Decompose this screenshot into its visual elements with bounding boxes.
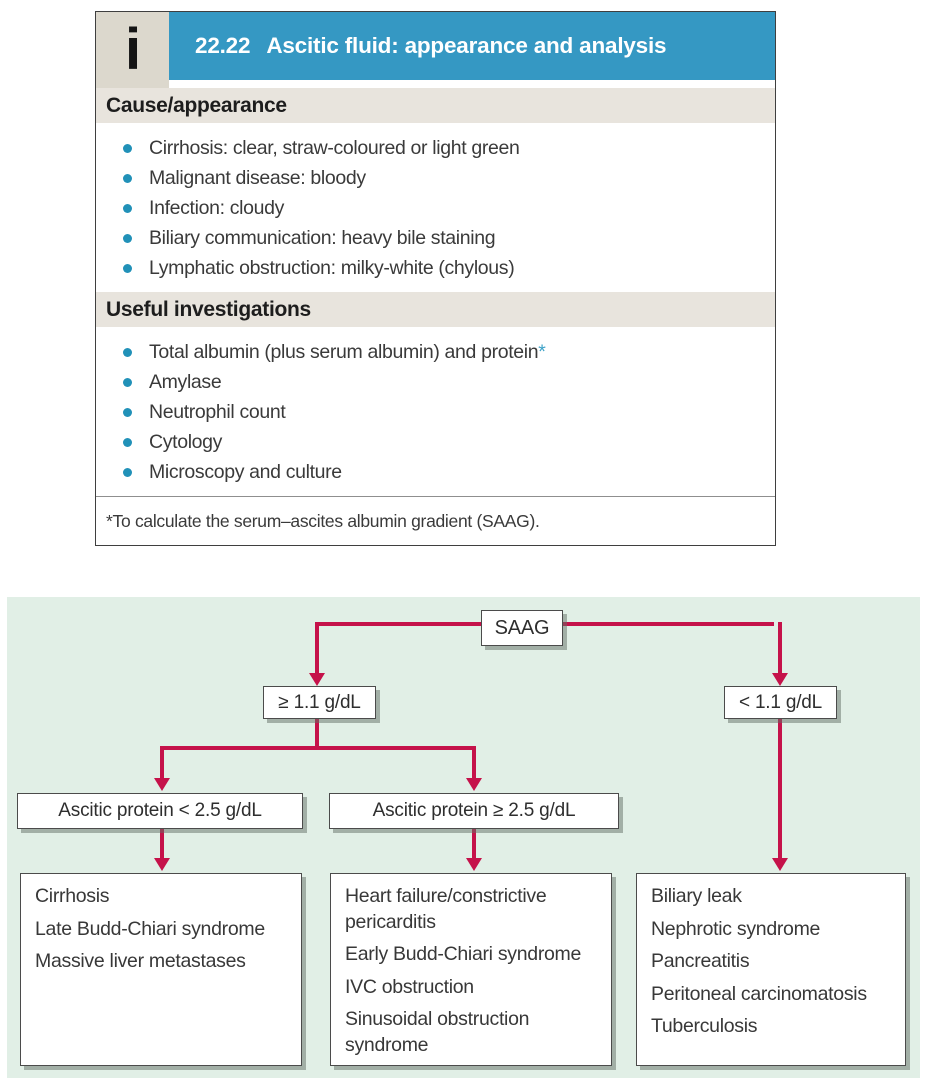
bullet-icon	[123, 467, 132, 477]
info-box-header: i 22.22 Ascitic fluid: appearance and an…	[96, 12, 775, 88]
outcome-item: IVC obstruction	[345, 975, 474, 998]
arrow-down-icon	[772, 673, 788, 686]
connector-left-vertical	[315, 622, 319, 674]
arrow-down-icon	[772, 858, 788, 871]
list-item: Cirrhosis: clear, straw-coloured or ligh…	[96, 133, 775, 163]
list-item-text: Microscopy and culture	[149, 460, 342, 483]
bullet-icon	[123, 437, 132, 447]
node-protein-low: Ascitic protein < 2.5 g/dL	[17, 793, 303, 829]
outcome-box-low-protein: Cirrhosis Late Budd-Chiari syndrome Mass…	[20, 873, 302, 1066]
node-label: SAAG	[494, 616, 550, 639]
section-heading-label: Useful investigations	[106, 297, 311, 321]
node-saag-high: ≥ 1.1 g/dL	[263, 686, 376, 719]
list-item: Amylase	[96, 367, 775, 397]
node-label: Ascitic protein ≥ 2.5 g/dL	[372, 800, 576, 821]
list-item-text: Malignant disease: bloody	[149, 166, 366, 189]
list-item: Microscopy and culture	[96, 457, 775, 487]
list-item: Infection: cloudy	[96, 193, 775, 223]
connector-outcome-left	[160, 829, 164, 860]
node-label: Ascitic protein < 2.5 g/dL	[58, 800, 262, 821]
list-item: Lymphatic obstruction: milky-white (chyl…	[96, 253, 775, 283]
info-box: i 22.22 Ascitic fluid: appearance and an…	[95, 11, 776, 546]
section-heading-investigations: Useful investigations	[96, 292, 775, 327]
outcome-item: Pancreatitis	[651, 950, 750, 972]
info-icon: i	[96, 12, 169, 88]
outcome-item: Late Budd-Chiari syndrome	[35, 917, 265, 940]
bullet-icon	[123, 143, 132, 153]
arrow-down-icon	[466, 858, 482, 871]
connector-mid-horizontal	[160, 746, 476, 750]
connector-right-vertical	[778, 622, 782, 674]
arrow-down-icon	[154, 778, 170, 791]
outcome-box-low-saag: Biliary leak Nephrotic syndrome Pancreat…	[636, 873, 906, 1066]
list-item: Total albumin (plus serum albumin) and p…	[96, 337, 775, 367]
investigations-list: Total albumin (plus serum albumin) and p…	[96, 327, 775, 496]
list-item-text: Infection: cloudy	[149, 196, 284, 219]
connector-below-high	[315, 719, 319, 748]
bullet-icon	[123, 407, 132, 417]
list-item: Malignant disease: bloody	[96, 163, 775, 193]
box-title: Ascitic fluid: appearance and analysis	[266, 33, 667, 58]
list-item-text: Biliary communication: heavy bile staini…	[149, 226, 496, 249]
box-number: 22.22	[195, 33, 251, 58]
footnote-text: *To calculate the serum–ascites albumin …	[106, 511, 540, 531]
footnote-marker: *	[538, 340, 546, 363]
list-item-text: Amylase	[149, 370, 222, 393]
bullet-icon	[123, 263, 132, 273]
node-protein-high: Ascitic protein ≥ 2.5 g/dL	[329, 793, 619, 829]
list-item-text: Cirrhosis: clear, straw-coloured or ligh…	[149, 136, 520, 159]
info-icon-glyph: i	[124, 16, 141, 82]
arrow-down-icon	[309, 673, 325, 686]
outcome-item: Tuberculosis	[651, 1015, 758, 1037]
node-label: ≥ 1.1 g/dL	[278, 691, 361, 713]
node-label: < 1.1 g/dL	[738, 691, 823, 713]
list-item-text: Neutrophil count	[149, 400, 286, 423]
connector-outcome-right	[778, 719, 782, 860]
bullet-icon	[123, 347, 132, 357]
list-item-text: Total albumin (plus serum albumin) and p…	[149, 340, 539, 363]
node-saag: SAAG	[481, 610, 563, 646]
bullet-icon	[123, 377, 132, 387]
list-item: Biliary communication: heavy bile staini…	[96, 223, 775, 253]
list-item-text: Cytology	[149, 430, 223, 453]
outcome-item: Nephrotic syndrome	[651, 917, 821, 940]
info-title-bar: 22.22 Ascitic fluid: appearance and anal…	[169, 12, 775, 80]
bullet-icon	[123, 233, 132, 243]
outcome-item: Peritoneal carcinomatosis	[651, 982, 867, 1005]
outcome-item: Biliary leak	[651, 885, 742, 907]
outcome-item: Sinusoidal obstruction syndrome	[345, 1008, 530, 1056]
outcome-item: Early Budd-Chiari syndrome	[345, 943, 582, 965]
list-item: Cytology	[96, 427, 775, 457]
connector-outcome-middle	[472, 829, 476, 860]
flowchart-panel: SAAG ≥ 1.1 g/dL < 1.1 g/dL Ascitic prote…	[7, 597, 920, 1078]
connector-drop-left	[160, 746, 164, 779]
outcome-item: Cirrhosis	[35, 885, 110, 907]
list-item: Neutrophil count	[96, 397, 775, 427]
list-item-text: Lymphatic obstruction: milky-white (chyl…	[149, 256, 515, 279]
outcome-item: Heart failure/constrictive pericarditis	[345, 885, 547, 933]
node-saag-low: < 1.1 g/dL	[724, 686, 837, 719]
section-heading-cause: Cause/appearance	[96, 88, 775, 123]
section-heading-label: Cause/appearance	[106, 93, 287, 117]
cause-list: Cirrhosis: clear, straw-coloured or ligh…	[96, 123, 775, 292]
footnote: *To calculate the serum–ascites albumin …	[96, 496, 775, 532]
arrow-down-icon	[154, 858, 170, 871]
connector-drop-right	[472, 746, 476, 779]
bullet-icon	[123, 203, 132, 213]
outcome-item: Massive liver metastases	[35, 950, 246, 972]
bullet-icon	[123, 173, 132, 183]
outcome-box-high-protein: Heart failure/constrictive pericarditis …	[330, 873, 612, 1066]
arrow-down-icon	[466, 778, 482, 791]
